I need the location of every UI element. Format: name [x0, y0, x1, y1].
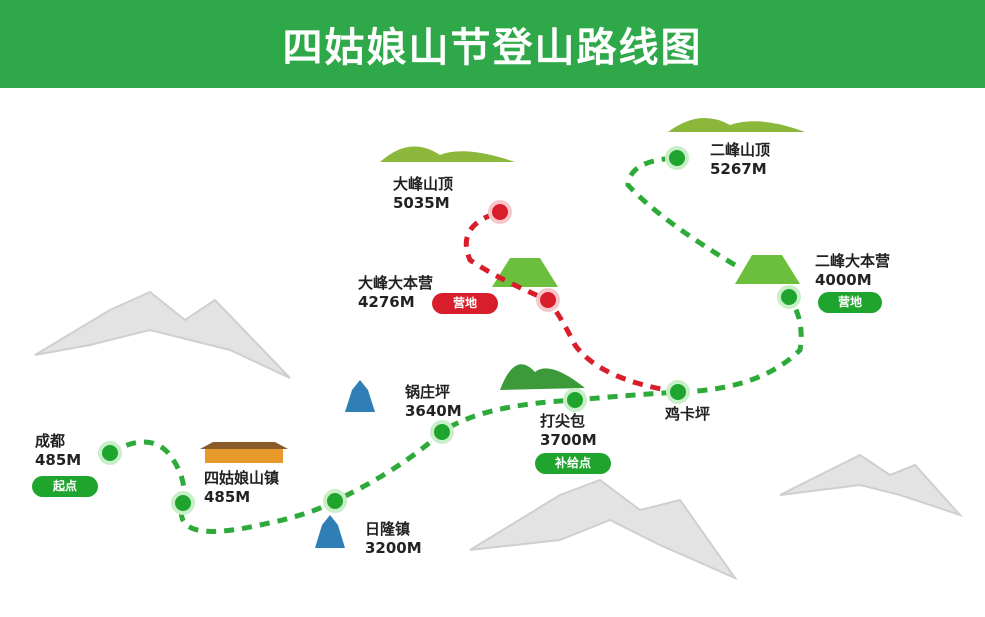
badge-start: 起点	[32, 476, 98, 497]
stop-name: 锅庄坪	[405, 383, 451, 401]
route-green-erfeng	[625, 155, 737, 268]
route-red-dafeng	[463, 209, 679, 395]
hill-icon-dajianbao	[500, 364, 585, 390]
stop-name: 鸡卡坪	[665, 405, 711, 423]
building-icon-town	[205, 449, 283, 463]
stop-elevation: 3200M	[365, 539, 422, 557]
stop-elevation: 3700M	[540, 431, 597, 449]
hill-icon-erfeng	[668, 117, 805, 132]
page-title: 四姑娘山节登山路线图	[282, 25, 703, 71]
stop-elevation: 5035M	[393, 194, 450, 212]
stop-elevation: 4000M	[815, 271, 872, 289]
gray-mountain-left	[34, 290, 291, 379]
background-mountains	[34, 290, 964, 581]
gray-mountain-right	[779, 453, 964, 518]
gray-mountain-center	[469, 478, 738, 581]
green-hills	[380, 117, 805, 390]
stop-elevation: 3640M	[405, 402, 462, 420]
stop-name: 成都	[35, 432, 66, 450]
route-nodes	[98, 146, 801, 515]
stop-name: 大峰大本营	[358, 274, 434, 292]
node-erfeng-summit	[665, 146, 689, 170]
roof-icon-town	[200, 442, 288, 449]
stop-name: 四姑娘山镇	[204, 469, 280, 487]
tent-icon-dafeng	[492, 258, 558, 287]
stop-name: 大峰山顶	[393, 175, 454, 193]
node-rilong	[323, 489, 347, 513]
node-dafeng-basecamp	[536, 288, 560, 312]
stop-elevation: 485M	[204, 488, 251, 506]
badge-camp-green: 营地	[818, 292, 882, 313]
badge-supply: 补给点	[535, 453, 611, 474]
pagoda-icon-rilong	[315, 515, 345, 548]
stop-elevation: 5267M	[710, 160, 767, 178]
node-siguniangshan-town	[171, 491, 195, 515]
node-erfeng-basecamp	[777, 285, 801, 309]
header-banner: 四姑娘山节登山路线图	[0, 0, 985, 88]
node-chengdu	[98, 441, 122, 465]
stop-name: 打尖包	[540, 412, 586, 430]
hill-icon-dafeng	[380, 146, 515, 162]
tents	[492, 255, 800, 287]
stop-elevation: 485M	[35, 451, 82, 469]
stop-name: 二峰山顶	[710, 141, 771, 159]
stop-name: 二峰大本营	[815, 252, 891, 270]
node-guozhuangping	[430, 420, 454, 444]
node-dajianbao	[563, 388, 587, 412]
buildings	[200, 380, 375, 548]
tent-icon-erfeng	[735, 255, 800, 284]
stop-name: 日隆镇	[365, 520, 411, 538]
badge-camp-red: 营地	[432, 293, 498, 314]
pagoda-icon-guozhuangping	[345, 380, 375, 412]
route-green-main	[108, 295, 804, 534]
stop-jikaping: 鸡卡坪	[665, 405, 710, 424]
node-dafeng-summit	[488, 200, 512, 224]
stop-elevation: 4276M	[358, 293, 415, 311]
node-jikaping	[666, 380, 690, 404]
